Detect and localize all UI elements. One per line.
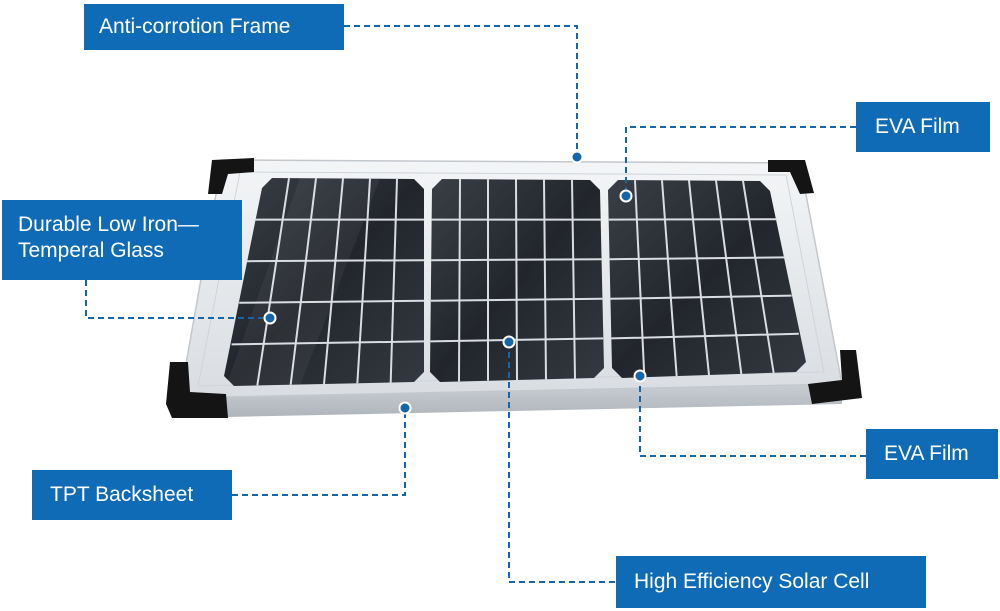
solar-cell-modules [224, 178, 806, 386]
cell-gridline [715, 180, 743, 375]
cell-gridline [431, 258, 602, 262]
cell-gridline [389, 178, 398, 383]
cell-gridline [610, 294, 792, 300]
marker-frame [570, 150, 584, 164]
cell-gridline [356, 178, 371, 384]
cell-gridline [661, 180, 678, 377]
glass-reflection [226, 178, 380, 386]
solar-cell-module-1 [224, 178, 424, 386]
callout-eva-film-bottom: EVA Film [866, 429, 998, 479]
cell-gridline [609, 256, 785, 261]
corner-cap-bottom-right [808, 350, 862, 404]
leader-backsheet [232, 408, 406, 496]
cell-gridline [289, 178, 317, 385]
callout-eva-bottom-label: EVA Film [884, 442, 969, 465]
cell-gridline [430, 297, 603, 302]
cell-gridline [515, 179, 518, 381]
callout-solar-cell-label: High Efficiency Solar Cell [634, 570, 870, 593]
callout-glass-line1: Durable Low Iron— [18, 213, 199, 236]
callout-glass-line2: Temperal Glass [18, 239, 164, 262]
frame-bottom-edge [180, 384, 842, 418]
leader-solar-cell [508, 342, 616, 583]
callout-frame-label: Anti-corrotion Frame [99, 15, 291, 38]
callout-high-efficiency-solar-cell: High Efficiency Solar Cell [616, 556, 926, 608]
leader-eva-bottom [639, 376, 866, 457]
cell-gridline [571, 179, 576, 379]
cell-gridline [634, 180, 646, 378]
cell-gridline [239, 299, 425, 304]
corner-cap-top-right [768, 160, 814, 194]
leader-eva-top [625, 126, 856, 196]
callout-anti-corrosion-frame: Anti-corrotion Frame [84, 4, 344, 50]
cell-gridline [231, 340, 425, 346]
marker-eva-top [619, 189, 633, 203]
cell-gridline [742, 180, 775, 374]
marker-solar-cell [502, 335, 516, 349]
callout-eva-top-label: EVA Film [875, 115, 960, 138]
cell-gridline [458, 179, 461, 382]
cell-gridline [256, 178, 290, 386]
callout-low-iron-glass: Durable Low Iron— Temperal Glass [2, 200, 242, 280]
cell-gridline [543, 179, 547, 380]
corner-cap-bottom-left [166, 362, 228, 418]
cell-gridline [323, 178, 344, 385]
marker-glass [263, 311, 277, 325]
callout-eva-film-top: EVA Film [856, 102, 990, 152]
corner-cap-top-left [208, 158, 254, 194]
marker-backsheet [398, 401, 412, 415]
solar-cell-module-3 [608, 180, 806, 378]
callout-backsheet-label: TPT Backsheet [50, 483, 194, 506]
cell-gridline [246, 259, 425, 263]
cell-gridline [430, 337, 604, 343]
frame-inner-lip [197, 171, 825, 387]
marker-eva-bottom [633, 369, 647, 383]
cell-gridline [688, 180, 710, 376]
cell-gridline [611, 332, 799, 340]
callout-tpt-backsheet: TPT Backsheet [32, 470, 232, 520]
leader-glass [85, 280, 270, 319]
leader-frame [344, 25, 578, 157]
